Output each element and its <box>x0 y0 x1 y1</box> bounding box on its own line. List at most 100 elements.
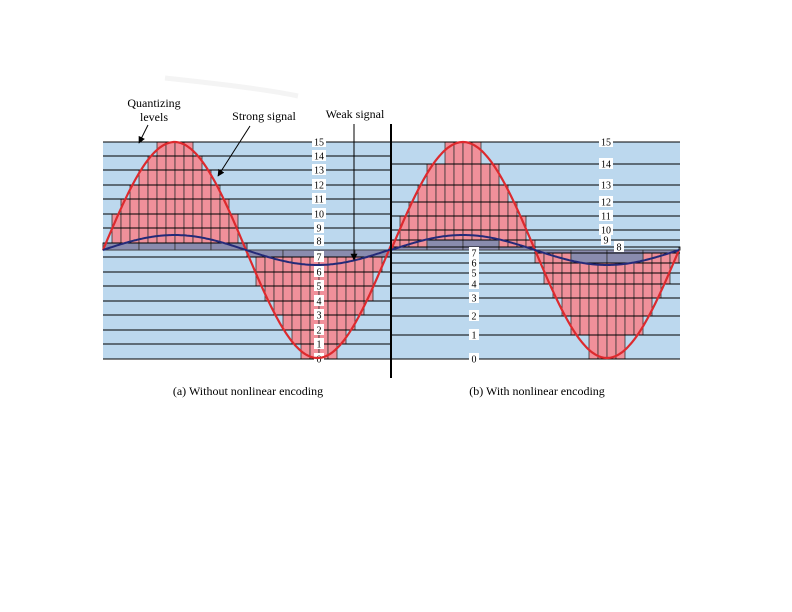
level-label: 4 <box>317 297 322 308</box>
level-label: 15 <box>314 138 324 149</box>
level-label: 10 <box>314 210 324 221</box>
level-label-backing <box>599 210 613 221</box>
strong-signal-label: Strong signal <box>232 109 296 123</box>
level-label: 1 <box>472 331 477 342</box>
level-label-backing <box>469 278 479 289</box>
quantizing-levels-arrow <box>138 124 149 144</box>
level-label-backing <box>314 338 324 349</box>
panel-b-level-lines <box>391 141 680 360</box>
level-label-backing <box>469 247 479 258</box>
strong-sample-bar <box>300 249 311 360</box>
weak-sample-bar <box>138 242 176 251</box>
level-label-backing <box>599 224 613 235</box>
level-label-backing <box>314 309 324 320</box>
decorative-swoosh <box>164 75 299 99</box>
panel-b-caption: (b) With nonlinear encoding <box>469 384 605 398</box>
level-label-backing <box>312 164 326 175</box>
level-label: 3 <box>472 294 477 305</box>
weak-signal-label: Weak signal <box>326 107 385 121</box>
level-label: 12 <box>314 181 324 192</box>
level-label-backing <box>469 292 479 303</box>
level-label-backing <box>312 208 326 219</box>
weak-sample-bar <box>426 239 464 251</box>
level-label: 10 <box>601 226 611 237</box>
level-label: 1 <box>317 340 322 351</box>
level-label: 4 <box>472 280 477 291</box>
panel-b-weak-signal-curve <box>390 234 680 266</box>
quantizing-levels-label-line1: Quantizing <box>127 96 180 110</box>
level-label: 6 <box>317 268 322 279</box>
level-label: 0 <box>317 355 322 366</box>
level-label-backing <box>314 295 324 306</box>
strong-sample-bar <box>444 141 455 251</box>
level-label: 8 <box>617 243 622 254</box>
strong-sample-bar <box>615 249 626 360</box>
level-label-backing <box>599 136 613 147</box>
level-label: 3 <box>317 311 322 322</box>
strong-sample-bar <box>597 249 608 360</box>
weak-sample-bar <box>174 242 212 251</box>
level-label-backing <box>314 324 324 335</box>
level-label-backing <box>599 158 613 169</box>
level-label: 11 <box>314 195 324 206</box>
level-label: 2 <box>472 312 477 323</box>
level-label-backing <box>469 267 479 278</box>
strong-sample-bar <box>174 141 185 251</box>
panel-a-weak-quantized-steps <box>102 242 392 258</box>
level-label: 14 <box>314 152 324 163</box>
level-label: 12 <box>601 198 611 209</box>
level-label-backing <box>312 179 326 190</box>
level-label: 9 <box>604 236 609 247</box>
level-label-backing <box>312 193 326 204</box>
level-label: 13 <box>314 166 324 177</box>
level-label-backing <box>314 280 324 291</box>
level-label: 13 <box>601 181 611 192</box>
quantizing-levels-label-line2: levels <box>140 110 168 124</box>
level-label: 14 <box>601 160 611 171</box>
weak-sample-bar <box>282 249 320 258</box>
level-label-backing <box>614 241 624 252</box>
strong-sample-bar <box>165 141 176 251</box>
strong-sample-bar <box>588 249 599 360</box>
level-label-backing <box>469 310 479 321</box>
level-label-backing <box>599 179 613 190</box>
level-label-backing <box>599 196 613 207</box>
level-label: 2 <box>317 326 322 337</box>
level-label-backing <box>314 266 324 277</box>
level-label: 15 <box>601 138 611 149</box>
level-label: 11 <box>601 212 611 223</box>
strong-signal-arrow <box>217 125 251 177</box>
level-label-backing <box>314 222 324 233</box>
strong-sample-bar <box>156 141 167 251</box>
level-label-backing <box>314 251 324 262</box>
strong-sample-bar <box>453 141 464 251</box>
weak-sample-bar <box>462 239 500 251</box>
panel-a-caption: (a) Without nonlinear encoding <box>173 384 323 398</box>
level-label: 5 <box>317 282 322 293</box>
level-label-backing <box>312 136 326 147</box>
strong-sample-bar <box>183 141 194 251</box>
level-label-backing <box>469 257 479 268</box>
level-label: 5 <box>472 269 477 280</box>
panel-a-weak-signal-curve <box>102 234 392 266</box>
level-label: 6 <box>472 259 477 270</box>
level-label: 8 <box>317 237 322 248</box>
strong-sample-bar <box>462 141 473 251</box>
level-label-backing <box>312 150 326 161</box>
strong-sample-bar <box>471 141 482 251</box>
level-label-backing <box>314 235 324 246</box>
strong-sample-bar <box>327 249 338 360</box>
strong-sample-bar <box>606 249 617 360</box>
weak-sample-bar <box>318 249 356 258</box>
level-label: 7 <box>317 253 322 264</box>
level-label-backing <box>469 329 479 340</box>
level-label: 9 <box>317 224 322 235</box>
level-label-backing <box>469 353 479 364</box>
level-label: 0 <box>472 355 477 366</box>
level-label: 7 <box>472 249 477 260</box>
panel-a-strong-signal-curve <box>101 140 393 360</box>
